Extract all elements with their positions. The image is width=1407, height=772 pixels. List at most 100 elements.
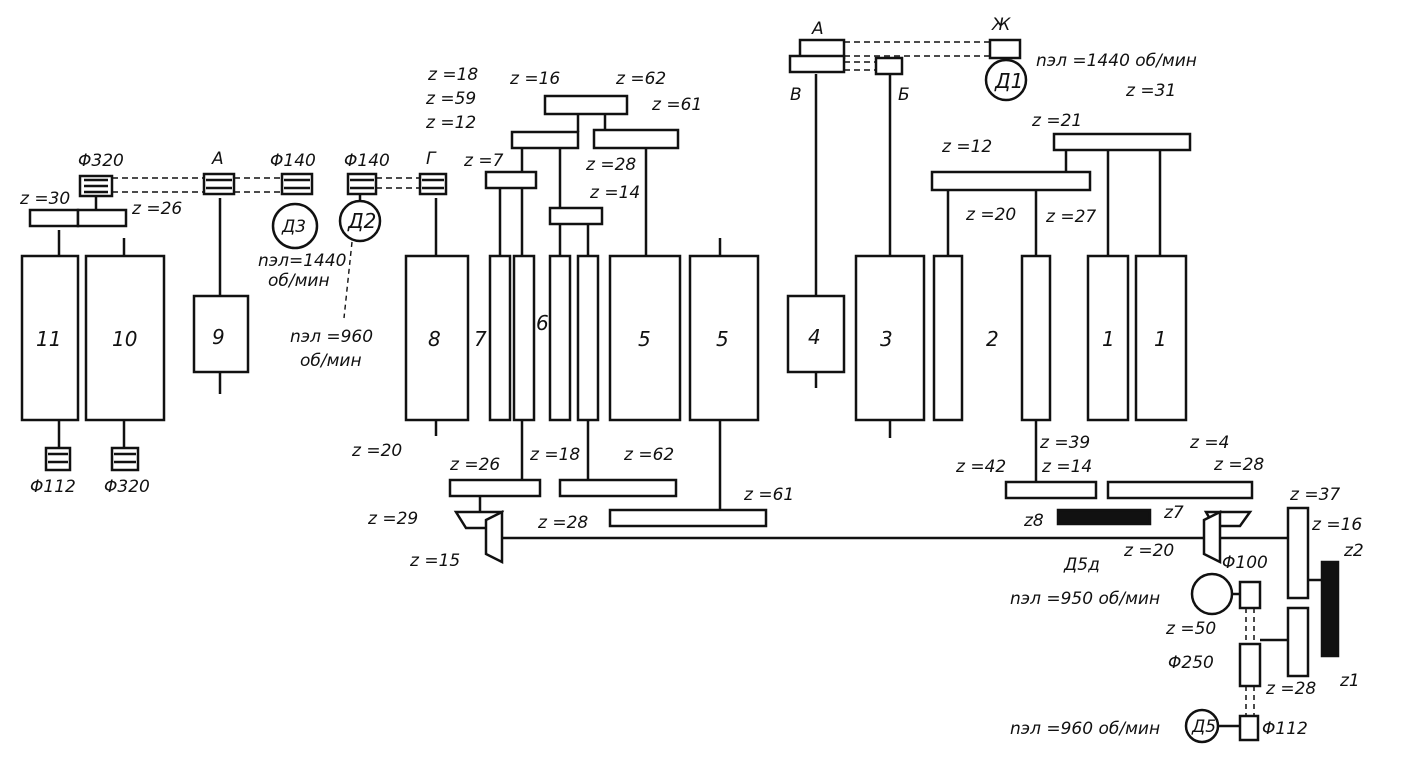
label-Zh: Ж [991, 15, 1011, 35]
label-z28-top: z =28 [585, 155, 636, 175]
roll-label-1a: 1 [1102, 327, 1115, 351]
motor-label-d1: Д1 [994, 69, 1023, 93]
roll-7a [488, 254, 512, 422]
label-A-left: A [211, 149, 224, 169]
roll-label-2: 2 [986, 327, 999, 351]
label-z61-top: z =61 [651, 95, 702, 115]
roll-label-1b: 1 [1154, 327, 1167, 351]
label-z8: z8 [1023, 511, 1044, 531]
gear-z37 [1286, 506, 1310, 600]
label-z16-r: z =16 [1311, 515, 1362, 535]
label-z7r: z7 [1163, 503, 1184, 523]
roll-2a [932, 254, 964, 422]
gear-z14-top [548, 206, 604, 226]
gear-z21-z31 [1052, 132, 1192, 152]
gear-z12-18 [510, 130, 580, 150]
gear-z42-z14 [1004, 480, 1098, 500]
roll-7b [512, 254, 536, 422]
label-z29: z =29 [367, 509, 418, 529]
roll-3 [854, 254, 926, 422]
label-z21: z =21 [1031, 111, 1082, 131]
bevel-z15 [484, 509, 504, 565]
roll-11 [20, 254, 80, 422]
pulley-G [418, 172, 448, 196]
label-z62-top: z =62 [615, 69, 666, 89]
label-z4: z =4 [1189, 433, 1229, 453]
label-phi100: Φ100 [1222, 553, 1268, 573]
motor-d2 [338, 199, 382, 243]
label-phi320-bottom: Φ320 [104, 477, 150, 497]
label-z28-r: z =28 [1213, 455, 1264, 475]
label-z30: z =30 [19, 189, 70, 209]
gear-z61-top [592, 128, 680, 150]
label-z27: z =27 [1045, 207, 1096, 227]
gear-z20-z26 [448, 478, 542, 498]
label-z14-b: z =14 [1041, 457, 1092, 477]
label-z39: z =39 [1039, 433, 1090, 453]
roll-1a [1086, 254, 1130, 422]
label-z20-r: z =20 [1123, 541, 1174, 561]
roll-label-6: 6 [536, 311, 549, 335]
label-V: В [790, 85, 802, 105]
label-z18-b: z =18 [529, 445, 580, 465]
label-z2: z2 [1343, 541, 1364, 561]
roll-label-11: 11 [36, 327, 61, 351]
gear-z2-z1 [1320, 560, 1340, 658]
motor-label-d2: Д2 [347, 209, 376, 233]
label-n-d2: nэл =960 [290, 327, 373, 347]
label-d5d: Д5д [1063, 555, 1100, 575]
label-phi250: Φ250 [1168, 653, 1214, 673]
label-z61-b: z =61 [743, 485, 794, 505]
roll-5b [688, 254, 760, 422]
label-z12-b: z =12 [941, 137, 992, 157]
label-n-d3b: об/мин [268, 271, 330, 291]
gear-z62-top [543, 94, 629, 116]
pulley-phi320-bottom [110, 446, 140, 472]
label-z28-rb: z =28 [1265, 679, 1316, 699]
gear-z50 [1286, 606, 1310, 678]
pulley-B [874, 56, 904, 76]
label-z50-r: z =50 [1165, 619, 1216, 639]
bevel-z20-right [1202, 509, 1222, 565]
label-z12-a: z =12 [425, 113, 476, 133]
roll-label-3: 3 [880, 327, 893, 351]
label-B: Б [898, 85, 910, 105]
roll-6b [576, 254, 600, 422]
pulley-A-left [202, 172, 236, 196]
label-z62-b: z =62 [623, 445, 674, 465]
motor-label-d3: Д3 [281, 217, 306, 237]
label-z26-left: z =26 [131, 199, 182, 219]
label-n-960b: nэл =960 об/мин [1010, 719, 1160, 739]
label-z28-b: z =28 [537, 513, 588, 533]
gear-z7 [484, 170, 538, 190]
label-z14-top: z =14 [589, 183, 640, 203]
roll-11-group [20, 230, 80, 450]
label-n-d1: nэл =1440 об/мин [1036, 51, 1197, 71]
motor-label-d5: Д5 [1191, 717, 1216, 737]
pulley-phi250 [1238, 642, 1262, 688]
motor-d1 [984, 58, 1028, 102]
gear-z26-left [76, 208, 128, 228]
label-z1: z1 [1339, 671, 1360, 691]
roll-label-5b: 5 [716, 327, 729, 351]
label-n-d3: nэл=1440 [258, 251, 346, 271]
motor-d3 [271, 202, 319, 250]
gear-z18-z62 [558, 478, 678, 498]
roll-label-4: 4 [808, 325, 821, 349]
pulley-phi100 [1238, 580, 1262, 610]
label-z18: z =18 [427, 65, 478, 85]
roll-label-10: 10 [112, 327, 137, 351]
label-phi112-right: Φ112 [1262, 719, 1308, 739]
label-z31: z =31 [1125, 81, 1176, 101]
gear-z12-z20-z27 [930, 170, 1092, 192]
label-z20-mid: z =20 [965, 205, 1016, 225]
label-phi112-left: Φ112 [30, 477, 76, 497]
roll-8 [404, 254, 470, 422]
label-G: Г [426, 149, 437, 169]
pulley-phi140-a [280, 172, 314, 196]
label-z15: z =15 [409, 551, 460, 571]
gear-z28-z61 [608, 508, 768, 528]
label-z59: z =59 [425, 89, 476, 109]
roll-9 [192, 294, 250, 374]
